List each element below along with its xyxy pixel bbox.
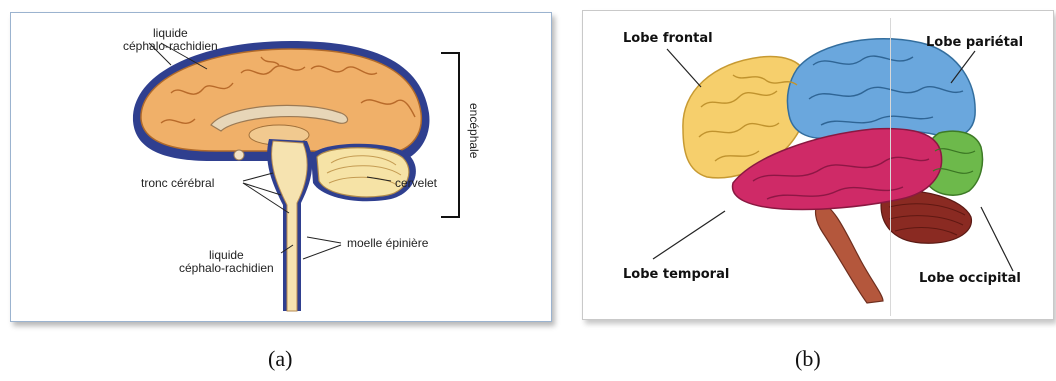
label-csf-top-line2: céphalo-rachidien — [123, 40, 218, 53]
caption-a: (a) — [268, 346, 292, 372]
label-parietal-lobe: Lobe pariétal — [926, 35, 1023, 50]
caption-b: (b) — [795, 346, 821, 372]
encephale-bracket — [441, 53, 459, 217]
label-encephale: encéphale — [467, 103, 481, 158]
label-csf-bottom: liquide céphalo-rachidien — [179, 249, 274, 275]
label-csf-bottom-line2: céphalo-rachidien — [179, 262, 274, 275]
label-csf-top: liquide céphalo-rachidien — [123, 27, 218, 53]
brainstem-spinal-cord-core — [272, 141, 308, 311]
label-temporal-lobe: Lobe temporal — [623, 267, 729, 282]
label-cerebellum: cervelet — [395, 177, 437, 190]
cerebellum — [311, 144, 416, 202]
label-frontal-lobe: Lobe frontal — [623, 31, 713, 46]
label-spinal-cord: moelle épinière — [347, 237, 428, 250]
panel-b-seam — [890, 18, 891, 316]
label-occipital-lobe: Lobe occipital — [919, 271, 1021, 286]
panel-b-brain-lobes: Lobe frontal Lobe pariétal Lobe temporal… — [582, 10, 1054, 320]
parietal-lobe — [787, 39, 975, 138]
sagittal-brain-illustration — [11, 13, 551, 321]
label-brainstem: tronc cérébral — [141, 177, 214, 190]
brainstem-shape — [816, 201, 883, 303]
panel-a-sagittal-section: liquide céphalo-rachidien tronc cérébral… — [10, 12, 552, 322]
